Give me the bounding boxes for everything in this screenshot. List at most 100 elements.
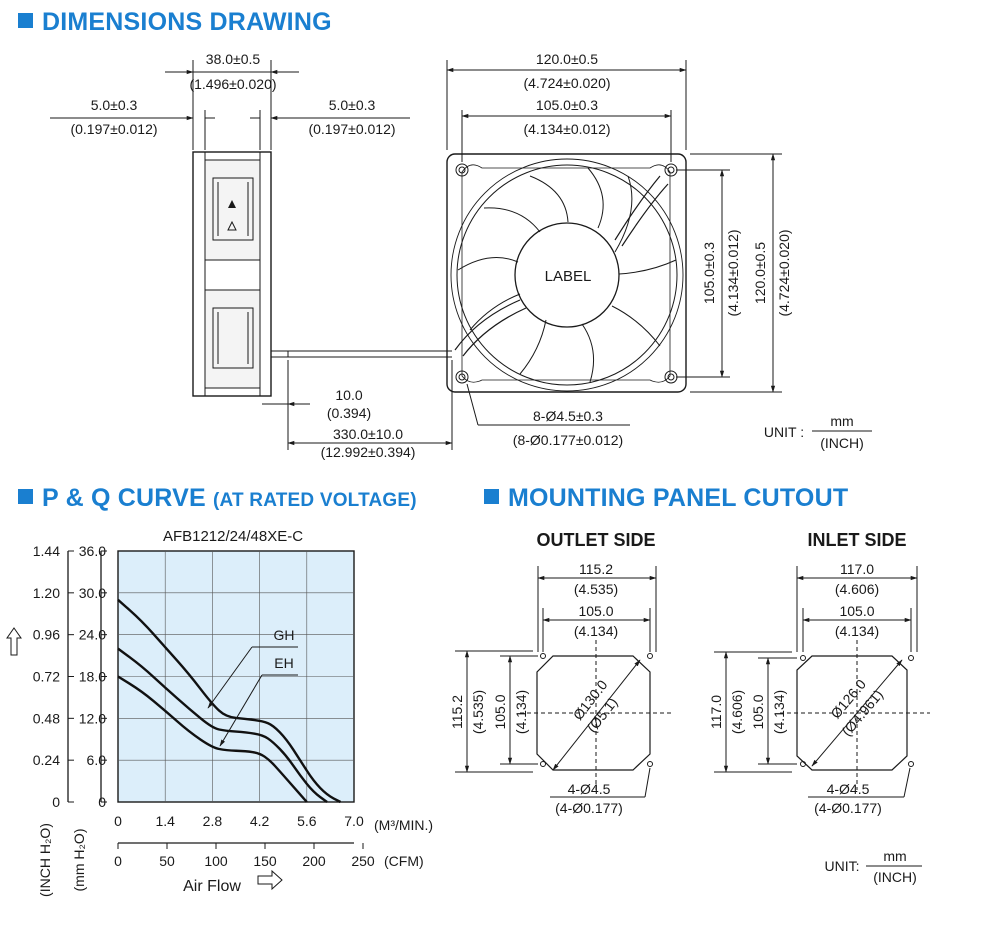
y-axis-label-inch: (INCH H₂O): [37, 823, 53, 897]
dim-holes: 8-Ø4.5±0.3: [533, 408, 603, 424]
outlet-left-inner: 105.0: [492, 694, 508, 729]
x-cfm-unit: (CFM): [384, 853, 424, 869]
dimensions-title-text: DIMENSIONS DRAWING: [42, 8, 332, 36]
x-tick-label-cmm: 0: [114, 813, 122, 829]
unit-label: UNIT :: [764, 424, 804, 440]
inlet-holes: 4-Ø4.5: [827, 781, 870, 797]
dim-v-pitch: 105.0±0.3: [701, 242, 717, 304]
mount-unit-label: UNIT:: [825, 858, 860, 874]
section-bullet-icon: [18, 489, 33, 504]
annotation-arrow: [219, 674, 263, 747]
outlet-cutout-labels: OUTLET SIDE 115.2 (4.535) 105.0 (4.134) …: [449, 530, 656, 816]
y-tick-label-inch: 0: [52, 794, 60, 810]
inlet-inner: 105.0: [839, 603, 874, 619]
side-view-labels: 38.0±0.5 (1.496±0.020) 5.0±0.3 (0.197±0.…: [70, 51, 415, 460]
y-tick-label-mm: 36.0: [79, 543, 106, 559]
annotation-arrow: [207, 646, 253, 709]
inlet-left-inch: (4.606): [729, 690, 745, 734]
dim-depth-inch: (1.496±0.020): [189, 76, 276, 92]
dim-lead: 330.0±10.0: [333, 426, 403, 442]
mount-unit-mm: mm: [883, 848, 906, 864]
pq-curve-gh: [117, 598, 342, 804]
outlet-left: 115.2: [449, 695, 465, 729]
inlet-left-inner-inch: (4.134): [771, 690, 787, 734]
y-tick-label-inch: 0.96: [33, 627, 60, 643]
dim-v-pitch-inch: (4.134±0.012): [725, 229, 741, 316]
outlet-inner-inch: (4.134): [574, 623, 618, 639]
outlet-left-inch: (4.535): [470, 690, 486, 734]
unit-inch: (INCH): [820, 435, 864, 451]
dim-width-inch: (4.724±0.020): [523, 75, 610, 91]
x-tick-label-cmm: 1.4: [155, 813, 175, 829]
dim-flange-left-inch: (0.197±0.012): [70, 121, 157, 137]
inlet-inner-inch: (4.134): [835, 623, 879, 639]
airflow-arrow-icon: [257, 869, 283, 891]
dim-flange-right-inch: (0.197±0.012): [308, 121, 395, 137]
pq-chart-labels: AFB1212/24/48XE-C (M³/MIN.) (CFM) Air Fl…: [6, 528, 433, 897]
inlet-top: 117.0: [840, 561, 874, 577]
pq-subtitle-text: (AT RATED VOLTAGE): [212, 490, 417, 511]
x-tick-label-cfm: 150: [253, 853, 277, 869]
pq-section-title: P & Q CURVE (AT RATED VOLTAGE): [18, 484, 417, 513]
pq-title-text: P & Q CURVE: [42, 484, 206, 512]
y-axis-label-mm: (mm H₂O): [71, 829, 87, 892]
dim-strip-inch: (0.394): [327, 405, 371, 421]
inlet-top-inch: (4.606): [835, 581, 879, 597]
section-bullet-icon: [484, 489, 499, 504]
dim-strip: 10.0: [335, 387, 362, 403]
y-tick-label-inch: 0.72: [33, 669, 60, 685]
mount-unit-inch: (INCH): [873, 869, 917, 885]
y-tick-label-mm: 6.0: [87, 752, 107, 768]
y-tick-label-inch: 0.48: [33, 710, 60, 726]
dim-lead-inch: (12.992±0.394): [321, 444, 416, 460]
outlet-top: 115.2: [579, 561, 613, 577]
y-tick-label-mm: 0: [98, 794, 106, 810]
y-tick-label-inch: 1.20: [33, 585, 60, 601]
outlet-top-inch: (4.535): [574, 581, 618, 597]
dim-hole-pitch: 105.0±0.3: [536, 97, 598, 113]
dimensions-section-title: DIMENSIONS DRAWING: [18, 8, 332, 37]
y-tick-label-inch: 1.44: [33, 543, 60, 559]
unit-mm: mm: [830, 413, 853, 429]
x-tick-label-cfm: 200: [302, 853, 326, 869]
x-tick-label-cfm: 250: [351, 853, 375, 869]
dim-flange-left: 5.0±0.3: [91, 97, 138, 113]
x-tick-label-cmm: 5.6: [297, 813, 317, 829]
mounting-title-text: MOUNTING PANEL CUTOUT: [508, 484, 849, 512]
y-tick-label-mm: 18.0: [79, 669, 106, 685]
outlet-holes: 4-Ø4.5: [568, 781, 611, 797]
x-tick-label-cmm: 7.0: [344, 813, 364, 829]
dim-v-width: 120.0±0.5: [752, 242, 768, 304]
inlet-left: 117.0: [708, 695, 724, 729]
dim-holes-inch: (8-Ø0.177±0.012): [513, 432, 623, 448]
outlet-left-inner-inch: (4.134): [513, 690, 529, 734]
side-view: [50, 60, 453, 450]
x-tick-label-cmm: 4.2: [250, 813, 270, 829]
pq-curve-eh: [117, 647, 328, 803]
outlet-title: OUTLET SIDE: [536, 530, 655, 550]
x-tick-label-cfm: 0: [114, 853, 122, 869]
front-view-labels: 120.0±0.5 (4.724±0.020) 105.0±0.3 (4.134…: [513, 51, 864, 451]
x-tick-label-cfm: 100: [204, 853, 228, 869]
airflow-arrow-icon: [228, 200, 236, 208]
curve-annotation: EH: [274, 655, 293, 671]
section-bullet-icon: [18, 13, 33, 28]
dim-width: 120.0±0.5: [536, 51, 598, 67]
dim-hole-pitch-inch: (4.134±0.012): [523, 121, 610, 137]
x-axis-label: Air Flow: [183, 878, 241, 895]
mounting-section-title: MOUNTING PANEL CUTOUT: [484, 484, 848, 513]
dim-flange-right: 5.0±0.3: [329, 97, 376, 113]
y-tick-label-mm: 30.0: [79, 585, 106, 601]
outlet-inner: 105.0: [578, 603, 613, 619]
x-tick-label-cfm: 50: [159, 853, 175, 869]
outlet-cutout: [455, 566, 672, 798]
dim-v-width-inch: (4.724±0.020): [776, 229, 792, 316]
inlet-cutout: [714, 566, 930, 867]
pq-curve-low: [117, 675, 308, 803]
inlet-title: INLET SIDE: [807, 530, 906, 550]
inlet-left-inner: 105.0: [750, 694, 766, 729]
y-tick-label-mm: 24.0: [79, 627, 106, 643]
chart-title: AFB1212/24/48XE-C: [163, 528, 303, 545]
